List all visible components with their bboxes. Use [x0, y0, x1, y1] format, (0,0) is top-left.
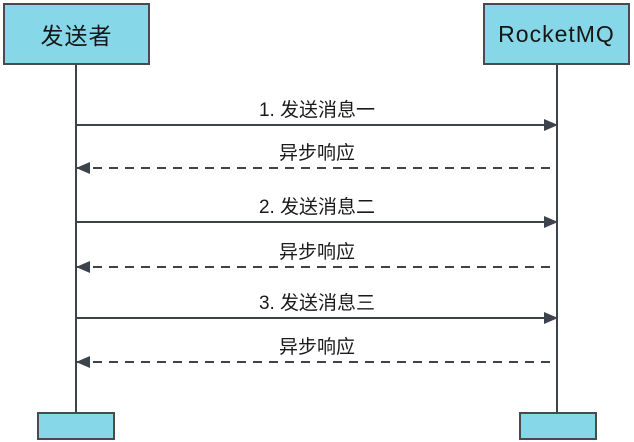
- actor-rocketmq-label: RocketMQ: [498, 20, 615, 47]
- arrowhead-right-icon: [544, 216, 558, 228]
- arrowhead-left-icon: [76, 261, 90, 273]
- message-label: 2. 发送消息二: [258, 197, 376, 218]
- message-label: 异步响应: [278, 143, 355, 164]
- sender-end-box: [37, 412, 115, 440]
- message-send-2: 2. 发送消息二: [77, 197, 558, 228]
- actor-rocketmq-box: RocketMQ: [483, 3, 630, 65]
- message-arrow-line: [77, 119, 558, 131]
- arrowhead-right-icon: [544, 312, 558, 324]
- message-response-1: 异步响应: [76, 143, 557, 174]
- message-arrow-line: [77, 216, 558, 228]
- message-label: 异步响应: [278, 242, 355, 263]
- message-arrow-line: [76, 162, 557, 174]
- message-send-1: 1. 发送消息一: [77, 100, 558, 131]
- message-response-3: 异步响应: [76, 337, 557, 368]
- message-arrow-line: [76, 356, 557, 368]
- message-send-3: 3. 发送消息三: [77, 293, 558, 324]
- message-arrow-line: [77, 312, 558, 324]
- message-response-2: 异步响应: [76, 242, 557, 273]
- rocketmq-lifeline: [556, 65, 558, 412]
- arrowhead-left-icon: [76, 356, 90, 368]
- message-arrow-line: [76, 261, 557, 273]
- message-label: 3. 发送消息三: [258, 293, 376, 314]
- message-label: 异步响应: [278, 337, 355, 358]
- actor-sender-label: 发送者: [40, 23, 113, 49]
- actor-sender-box: 发送者: [3, 3, 150, 65]
- arrowhead-left-icon: [76, 162, 90, 174]
- message-label: 1. 发送消息一: [258, 100, 376, 121]
- rocketmq-end-box: [519, 412, 597, 440]
- sender-lifeline: [75, 65, 77, 412]
- arrowhead-right-icon: [544, 119, 558, 131]
